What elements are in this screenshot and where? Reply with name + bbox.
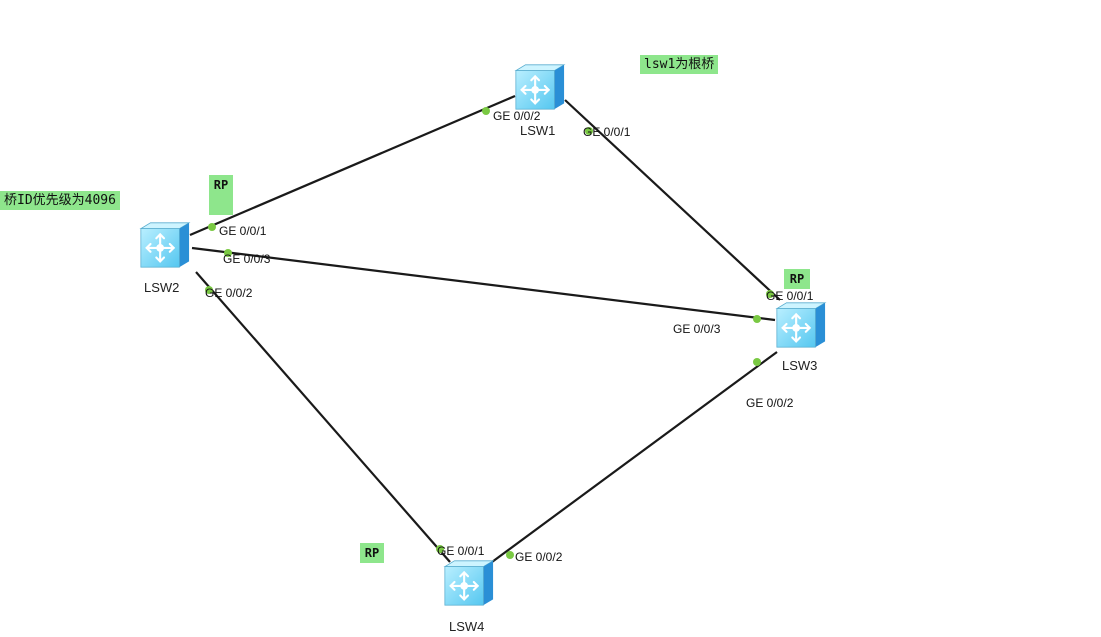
device-label-lsw4: LSW4 — [449, 619, 485, 634]
bridge-priority-note: 桥ID优先级为4096 — [0, 191, 120, 210]
port-dot-lsw3-g1 — [766, 290, 774, 298]
rp-label-lsw2: RP — [209, 175, 233, 215]
switch-icon[interactable] — [512, 62, 566, 112]
port-dot-lsw4-g2 — [506, 551, 514, 559]
port-label-lsw2-g1: GE 0/0/1 — [219, 224, 267, 238]
device-label-lsw1: LSW1 — [520, 123, 556, 138]
switch-icon[interactable] — [137, 220, 191, 270]
port-dot-lsw3-g2 — [753, 358, 761, 366]
device-label-lsw3: LSW3 — [782, 358, 818, 373]
port-label-lsw2-g2: GE 0/0/2 — [205, 286, 253, 300]
port-label-lsw1-g1: GE 0/0/1 — [583, 125, 631, 139]
port-dot-lsw1-g1 — [585, 127, 593, 135]
link-lsw2-lsw4 — [195, 271, 451, 563]
port-dot-lsw2-g2 — [205, 286, 213, 294]
port-label-lsw4-g1: GE 0/0/1 — [437, 544, 485, 558]
link-lsw1-lsw3 — [564, 99, 781, 301]
port-label-lsw2-g3: GE 0/0/3 — [223, 252, 271, 266]
port-dot-lsw1-g2 — [482, 107, 490, 115]
link-lsw2-lsw1 — [189, 94, 516, 237]
device-label-lsw2: LSW2 — [144, 280, 180, 295]
rp-label-lsw4: RP — [360, 543, 384, 563]
link-lsw4-lsw3 — [491, 351, 778, 563]
link-lsw2-lsw3 — [191, 246, 776, 322]
root-bridge-note: lsw1为根桥 — [640, 55, 719, 74]
rp-label-lsw3: RP — [784, 269, 810, 289]
switch-icon[interactable] — [773, 300, 827, 350]
port-label-lsw3-g3: GE 0/0/3 — [673, 322, 721, 336]
port-dot-lsw2-g3 — [224, 249, 232, 257]
port-dot-lsw4-g1 — [436, 545, 444, 553]
port-label-lsw3-g2: GE 0/0/2 — [746, 396, 794, 410]
switch-icon[interactable] — [441, 558, 495, 608]
port-label-lsw3-g1: GE 0/0/1 — [766, 289, 814, 303]
port-dot-lsw2-g1 — [208, 223, 216, 231]
port-label-lsw4-g2: GE 0/0/2 — [515, 550, 563, 564]
port-label-lsw1-g2: GE 0/0/2 — [493, 109, 541, 123]
port-dot-lsw3-g3 — [753, 315, 761, 323]
